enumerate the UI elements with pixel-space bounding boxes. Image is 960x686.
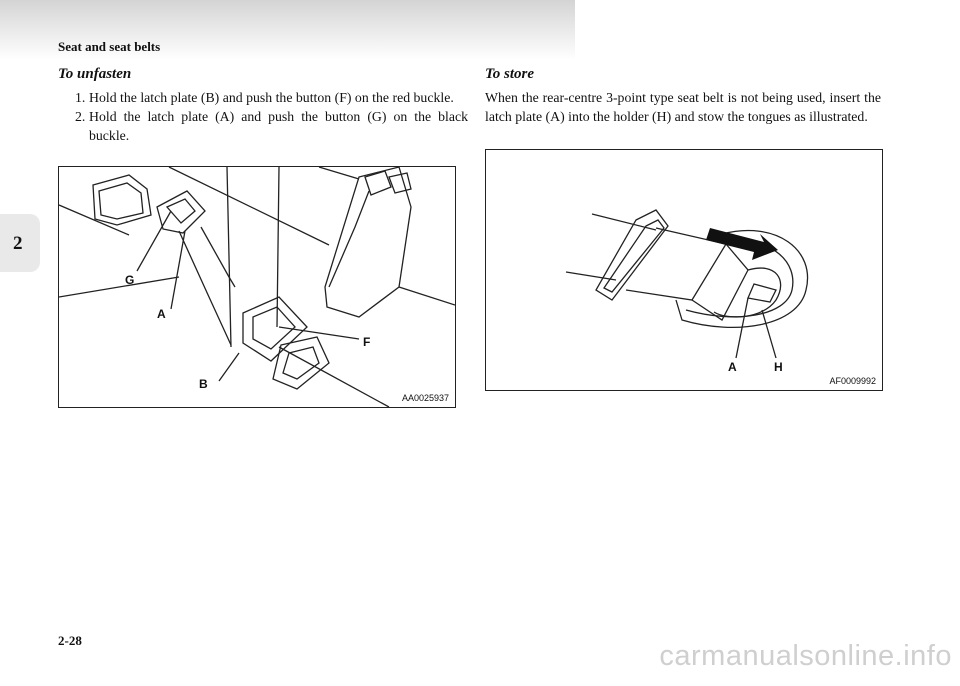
step-text: Hold the latch plate (B) and push the bu… [89, 90, 454, 105]
step-number: 2. [75, 109, 86, 124]
callout-g: G [125, 273, 135, 287]
store-heading: To store [485, 66, 535, 82]
unfasten-steps: 1.Hold the latch plate (B) and push the … [75, 88, 468, 145]
store-illustration: A H AF0009992 [485, 149, 883, 391]
callout-a: A [728, 360, 737, 374]
figure-code: AA0025937 [401, 393, 449, 403]
header-band [0, 0, 575, 60]
unfasten-illustration: G A B F AA0025937 [58, 166, 456, 408]
callout-h: H [774, 360, 783, 374]
callout-a: A [157, 307, 166, 321]
holder-drawing [565, 209, 809, 359]
callout-f: F [363, 335, 371, 349]
unfasten-heading: To unfasten [58, 66, 132, 82]
chapter-tab [0, 214, 40, 272]
chapter-number: 2 [13, 233, 23, 254]
figure-code: AF0009992 [829, 376, 876, 386]
buckle-drawing [59, 167, 455, 407]
callout-b: B [199, 377, 208, 391]
watermark: carmanualsonline.info [659, 640, 952, 672]
step-item: 2.Hold the latch plate (A) and push the … [75, 107, 468, 145]
section-title: Seat and seat belts [58, 39, 161, 54]
step-number: 1. [75, 90, 86, 105]
page-number: 2-28 [58, 633, 82, 648]
step-text: Hold the latch plate (A) and push the bu… [89, 109, 468, 143]
step-item: 1.Hold the latch plate (B) and push the … [75, 88, 468, 107]
store-text: When the rear-centre 3-point type seat b… [485, 90, 881, 124]
